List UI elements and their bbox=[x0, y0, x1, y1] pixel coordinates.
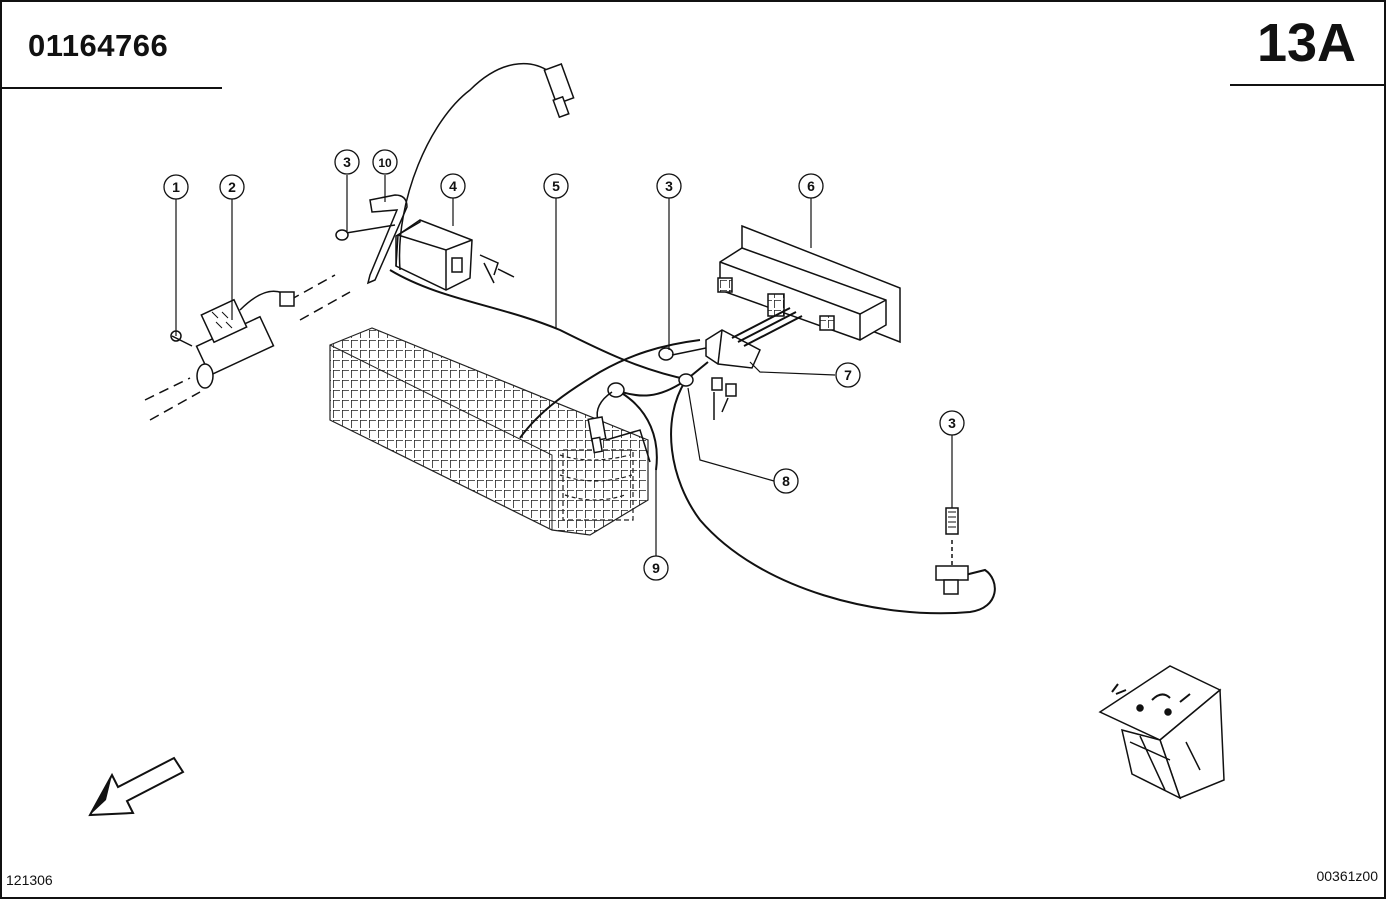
control-panel bbox=[717, 224, 901, 344]
footer-right-code: 00361z00 bbox=[1316, 868, 1378, 884]
callout-6-label: 6 bbox=[807, 178, 815, 194]
footer-left-code: 121306 bbox=[6, 872, 53, 888]
callout-2-label: 2 bbox=[228, 179, 236, 195]
callout-10-label: 10 bbox=[378, 156, 392, 170]
vehicle-cab-locator-icon bbox=[1098, 665, 1225, 800]
callout-8-label: 8 bbox=[782, 473, 790, 489]
heater-core bbox=[329, 327, 649, 536]
callout-7: 7 bbox=[835, 362, 861, 388]
section-code: 13A bbox=[1256, 13, 1356, 73]
callout-3-b: 3 bbox=[656, 173, 682, 199]
callout-8: 8 bbox=[773, 468, 799, 494]
arrow-down-left-icon bbox=[88, 756, 185, 817]
water-valve bbox=[144, 274, 351, 421]
wiring-harness bbox=[389, 269, 996, 615]
callout-3-c-label: 3 bbox=[948, 415, 956, 431]
relay-with-bracket bbox=[335, 194, 515, 291]
callout-9: 9 bbox=[643, 555, 669, 581]
callout-6: 6 bbox=[798, 173, 824, 199]
callout-5: 5 bbox=[543, 173, 569, 199]
callout-5-label: 5 bbox=[552, 178, 560, 194]
callout-2: 2 bbox=[219, 174, 245, 200]
callout-3-c: 3 bbox=[939, 410, 965, 436]
callout-4: 4 bbox=[440, 173, 466, 199]
callout-4-label: 4 bbox=[449, 178, 457, 194]
document-number: 01164766 bbox=[28, 28, 169, 63]
callout-3-b-label: 3 bbox=[665, 178, 673, 194]
callout-1-label: 1 bbox=[172, 179, 180, 195]
grommet-and-sensor bbox=[587, 373, 694, 463]
callout-leaders bbox=[175, 175, 953, 556]
callout-3-a: 3 bbox=[334, 149, 360, 175]
callout-1: 1 bbox=[163, 174, 189, 200]
callout-7-label: 7 bbox=[844, 367, 852, 383]
callouts: 1 2 3 10 4 5 3 bbox=[163, 149, 965, 581]
callout-10: 10 bbox=[372, 149, 398, 175]
switch bbox=[658, 307, 803, 420]
right-sensor bbox=[935, 507, 969, 595]
top-sensor bbox=[398, 62, 575, 271]
callout-3-a-label: 3 bbox=[343, 154, 351, 170]
callout-9-label: 9 bbox=[652, 560, 660, 576]
